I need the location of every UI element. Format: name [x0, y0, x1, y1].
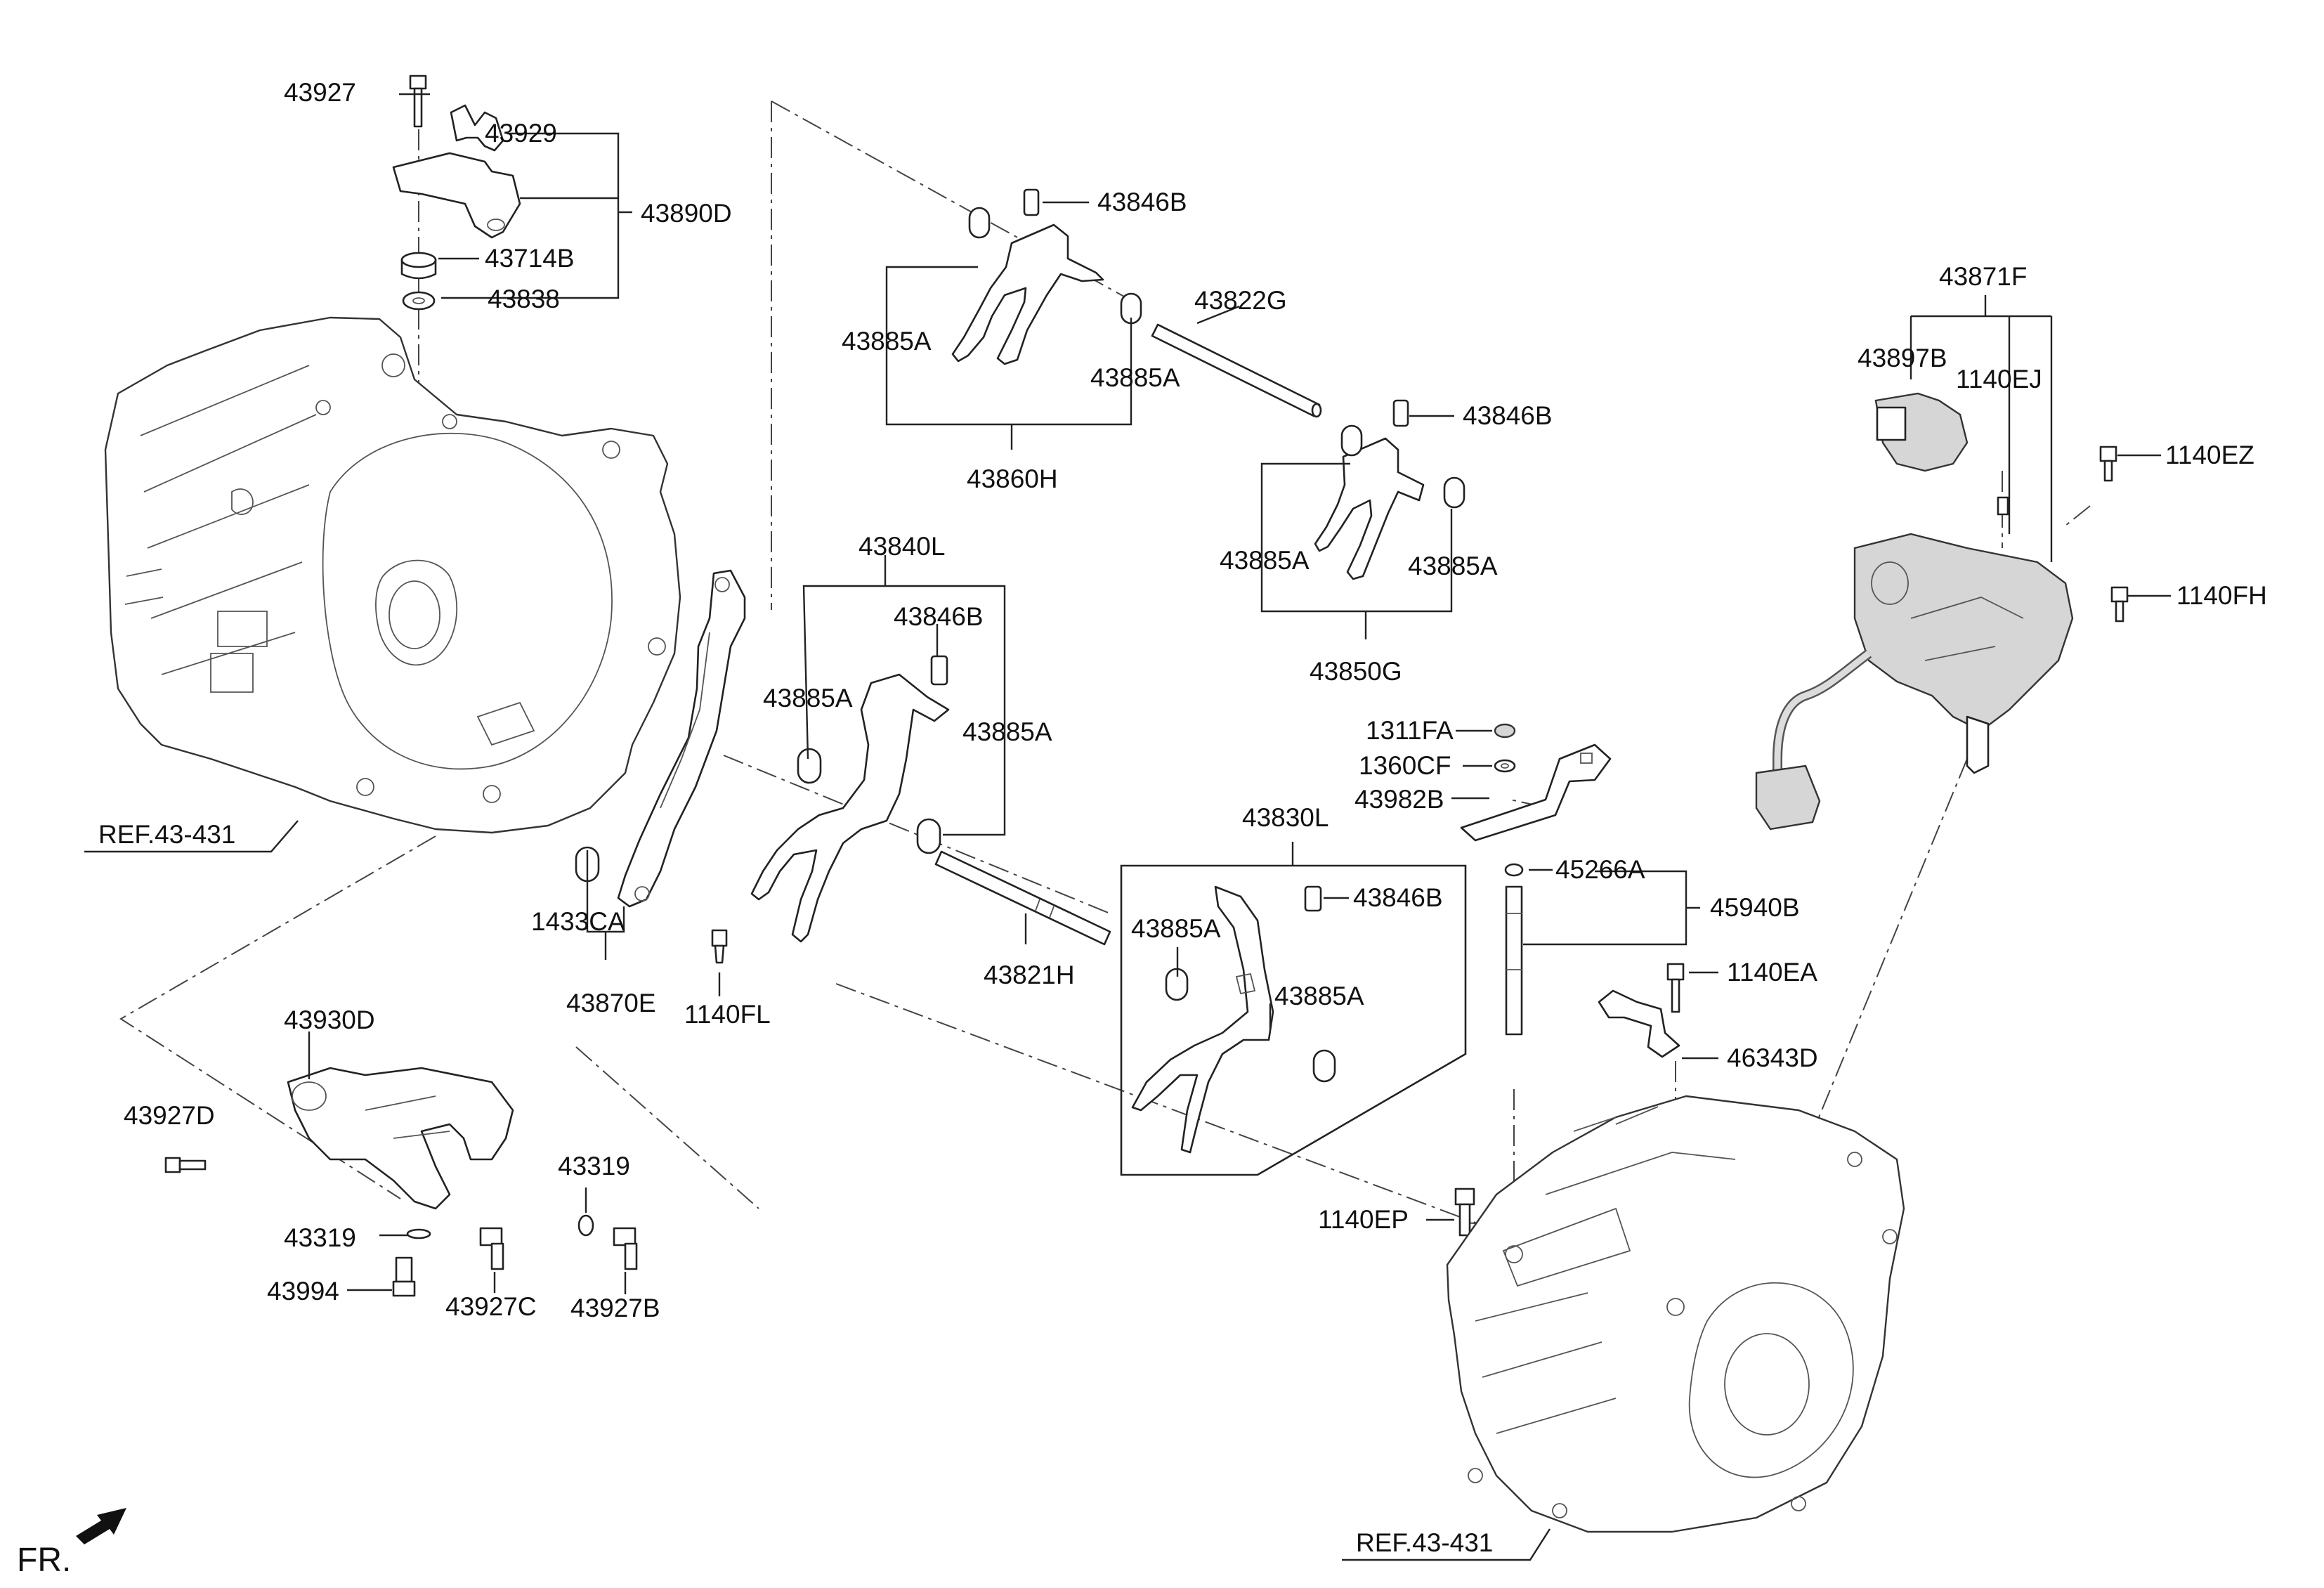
label-43860h: 43860H [967, 464, 1058, 493]
label-43319-b: 43319 [284, 1223, 356, 1252]
label-43982b: 43982B [1354, 785, 1444, 814]
label-43830l: 43830L [1242, 803, 1329, 832]
fork-assembly-box-43830l [1120, 864, 1467, 1176]
left-transaxle-housing [104, 316, 681, 834]
reference-right: REF.43-431 [1356, 1528, 1493, 1557]
shaft-45940b [1504, 863, 1524, 1036]
label-1140fh: 1140FH [2176, 581, 2267, 610]
front-direction-arrow [76, 1508, 126, 1544]
label-43885a-d: 43885A [1408, 552, 1498, 580]
label-43929: 43929 [485, 119, 557, 148]
label-46343d: 46343D [1727, 1043, 1818, 1072]
label-43885a-a: 43885A [842, 327, 932, 356]
label-43821h: 43821H [984, 961, 1075, 989]
label-1140ez: 1140EZ [2165, 441, 2254, 469]
bolt-and-bracket-46343d [1598, 963, 1685, 1058]
label-43927d: 43927D [124, 1101, 215, 1130]
right-transaxle-housing [1446, 1095, 1905, 1533]
label-43846b-right: 43846B [1463, 401, 1553, 430]
label-43885a-e: 43885A [763, 684, 853, 712]
label-1311fa: 1311FA [1366, 716, 1454, 745]
label-45940b: 45940B [1710, 893, 1800, 922]
label-43319-a: 43319 [558, 1152, 630, 1180]
label-43822g: 43822G [1194, 286, 1287, 315]
label-43885a-c: 43885A [1220, 546, 1310, 575]
interlock-plate-43982b [1460, 723, 1612, 842]
label-43870e: 43870E [566, 989, 656, 1017]
label-43846b-low: 43846B [1353, 883, 1443, 912]
label-43927: 43927 [284, 78, 356, 107]
label-43850g: 43850G [1310, 657, 1402, 686]
bracket-assembly-43890d [392, 74, 521, 311]
label-1140ej: 1140EJ [1956, 365, 2042, 393]
shift-actuator-43871f [1755, 392, 2129, 831]
label-43927c: 43927C [445, 1292, 537, 1321]
label-43885a-b: 43885A [1090, 363, 1180, 392]
bolt-1140ep [1454, 1187, 1475, 1237]
shift-fork-43860h [951, 188, 1142, 365]
label-43846b-mid: 43846B [894, 602, 984, 631]
label-43846b-top: 43846B [1097, 188, 1187, 216]
select-lever-43930d [164, 1067, 638, 1297]
label-43871f: 43871F [1939, 262, 2028, 291]
label-1140fl: 1140FL [684, 1000, 771, 1029]
shift-rail-43822g [1151, 323, 1322, 418]
label-1140ep: 1140EP [1318, 1205, 1409, 1234]
label-1433ca: 1433CA [531, 907, 625, 936]
orientation-label: FR. [17, 1542, 71, 1579]
label-43885a-g: 43885A [1131, 914, 1221, 943]
label-43897b: 43897B [1858, 344, 1947, 372]
label-43930d: 43930D [284, 1005, 375, 1034]
part-labels: 43927 43929 43890D 43714B 43838 43846B 4… [17, 78, 2267, 1579]
label-43840l: 43840L [859, 532, 945, 561]
label-1360cf: 1360CF [1359, 751, 1451, 780]
shift-fork-43850g [1314, 399, 1465, 580]
label-1140ea: 1140EA [1727, 958, 1817, 987]
label-43714b: 43714B [485, 244, 575, 273]
label-43890d: 43890D [641, 199, 732, 228]
label-43927b: 43927B [570, 1294, 660, 1322]
reference-left: REF.43-431 [98, 820, 235, 849]
shift-fork-43840l [750, 655, 1111, 946]
label-43838: 43838 [488, 285, 560, 313]
label-43994: 43994 [267, 1277, 339, 1306]
label-45266a: 45266A [1555, 855, 1645, 884]
label-43885a-f: 43885A [962, 717, 1052, 746]
label-43885a-h: 43885A [1274, 982, 1364, 1010]
leader-lines [84, 93, 2171, 1561]
